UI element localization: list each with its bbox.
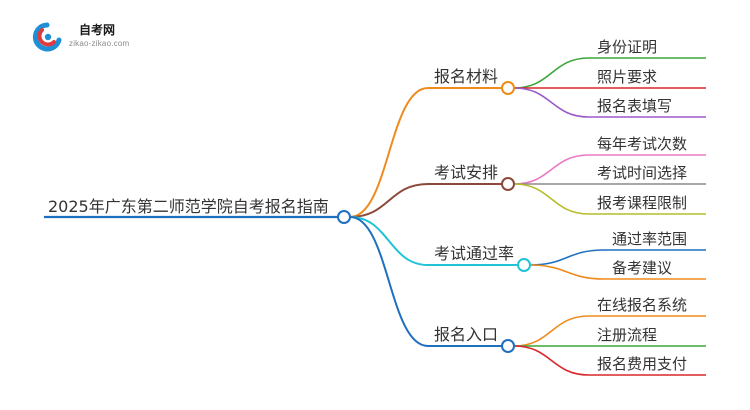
branch-link-3 [349, 216, 429, 266]
leaf-label-2-1: 每年考试次数 [597, 135, 687, 153]
leaf-label-1-2: 照片要求 [597, 68, 657, 86]
branch-label-1: 报名材料 [434, 67, 498, 86]
leaf-label-2-3: 报考课程限制 [597, 194, 687, 212]
leaf-link-1-3 [513, 87, 590, 118]
leaf-link-1-1 [513, 57, 590, 89]
mindmap-links [44, 57, 706, 376]
leaf-label-3-1: 通过率范围 [612, 230, 687, 248]
logo-mark-icon [32, 22, 62, 52]
branch-link-4 [349, 216, 429, 347]
branch-link-2 [349, 183, 429, 218]
site-logo[interactable]: 自考网 zikao-zikao.com [30, 18, 150, 58]
branch-node-4[interactable] [501, 339, 515, 353]
branch-node-3[interactable] [517, 258, 531, 272]
branch-label-2: 考试安排 [434, 163, 498, 182]
leaf-label-2-2: 考试时间选择 [597, 164, 687, 182]
leaf-link-3-1 [529, 249, 605, 266]
leaf-link-4-1 [513, 315, 590, 347]
branch-node-1[interactable] [501, 81, 515, 95]
logo-title: 自考网 [79, 23, 116, 37]
leaf-label-1-1: 身份证明 [597, 38, 657, 56]
branch-label-4: 报名入口 [434, 325, 498, 344]
mindmap-nodes: 2025年广东第二师范学院自考报名指南 报名材料 身份证明照片要求报名表填写考试安排… [48, 38, 687, 373]
leaf-label-4-2: 注册流程 [597, 326, 657, 344]
leaf-label-3-2: 备考建议 [612, 259, 672, 277]
leaf-link-2-1 [513, 154, 590, 185]
root-node[interactable] [337, 210, 351, 224]
leaf-link-4-3 [513, 345, 590, 376]
leaf-label-4-1: 在线报名系统 [597, 296, 687, 314]
branch-link-1 [349, 87, 429, 218]
branch-node-2[interactable] [501, 177, 515, 191]
leaf-label-1-3: 报名表填写 [597, 97, 672, 115]
branch-label-3: 考试通过率 [434, 244, 514, 263]
root-label: 2025年广东第二师范学院自考报名指南 [48, 197, 329, 216]
leaf-link-2-3 [513, 183, 590, 215]
leaf-label-4-3: 报名费用支付 [597, 355, 687, 373]
logo-url: zikao-zikao.com [69, 39, 130, 48]
leaf-link-3-2 [529, 264, 605, 280]
